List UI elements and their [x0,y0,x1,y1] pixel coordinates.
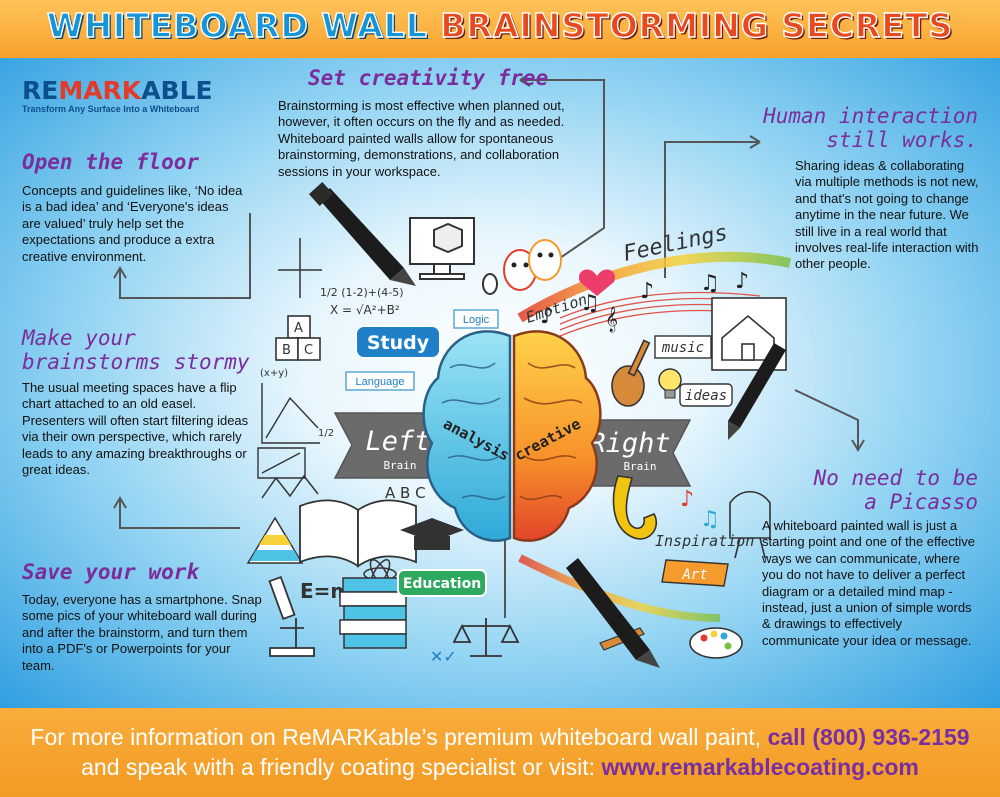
svg-text:Study: Study [367,332,430,354]
logic-tag: Logic [453,309,499,329]
page-title: WHITEBOARD WALL BRAINSTORMING SECRETS [0,0,1000,45]
footer-line-1: For more information on ReMARKable’s pre… [30,724,970,750]
left-brain-sub: Brain [383,459,416,472]
svg-text:C: C [304,343,313,358]
abc-letters: A B C [385,484,426,502]
books-stack-icon [339,577,407,649]
right-brain-sub: Brain [623,460,656,473]
footer-banner: For more information on ReMARKable’s pre… [0,708,1000,797]
music-tag: music [654,335,712,359]
math-formulas: 1/2 (1-2)+(4-5) X = √A²+B² [278,238,404,317]
open-the-floor-title: Open the floor [22,150,200,174]
svg-text:Art: Art [681,567,707,583]
svg-text:B: B [282,343,291,358]
computer-monitor-icon [409,217,498,295]
saxophone-icon [612,475,657,540]
study-bubble: Study [355,325,441,359]
open-the-floor-body: Concepts and guidelines like, ‘No idea i… [22,183,243,264]
marker-pen-bottom-icon [566,558,660,668]
title-part-whiteboard-wall: WHITEBOARD WALL [46,5,428,45]
ribbon-banner: Left Brain Right Brain [333,412,692,487]
paint-palette-icon [689,627,743,659]
heart-icon [578,269,616,296]
svg-text:♪: ♪ [680,487,694,512]
svg-text:♫: ♫ [700,507,720,532]
checkmark-icon: ✕✓ [430,647,457,666]
svg-text:Language: Language [356,376,405,388]
svg-text:♪: ♪ [540,304,554,329]
microscope-icon [268,576,315,657]
phone-number-link[interactable]: call (800) 936-2159 [767,724,970,750]
svg-text:♫: ♫ [700,271,720,296]
remarkable-logo: REMARKABLE Transform Any Surface Into a … [22,76,222,124]
human-interaction-title: Human interaction still works. [763,104,978,152]
formula-fraction: 1/2 (1-2)+(4-5) [320,286,404,299]
svg-text:♪: ♪ [735,269,749,294]
left-brain-label: Left [365,426,430,457]
connector-arrows [113,73,865,618]
half-fraction: 1/2 [318,428,334,439]
guitar-icon [611,339,651,407]
header-banner: WHITEBOARD WALL BRAINSTORMING SECRETS [0,0,1000,58]
logo-wordmark: REMARKABLE [22,76,213,105]
open-book-icon [299,499,417,568]
left-hemisphere [422,330,512,542]
formula-sqrt: X = √A²+B² [330,303,400,317]
main-illustration-area: ♪♫♪♫♪ 𝄞 Feelings Emotion [0,58,1000,708]
svg-text:A: A [294,321,303,336]
lightbulb-icon [658,368,682,399]
education-tag: Education [397,569,487,597]
brain-icon: analysis creative [422,330,602,542]
pyramid-icon [246,516,304,564]
save-your-work-title: Save your work [22,560,200,584]
set-creativity-free-body: Brainstorming is most effective when pla… [278,98,565,179]
svg-text:♪: ♪ [640,279,654,304]
marker-pen-icon [308,182,416,286]
ideas-tag: ideas [679,383,733,407]
save-your-work-body: Today, everyone has a smartphone. Snap s… [22,592,262,673]
website-link[interactable]: www.remarkablecoating.com [601,754,919,780]
svg-text:𝄞: 𝄞 [605,306,618,332]
art-tag: Art [661,559,729,587]
language-tag: Language [345,371,415,391]
color-notes-icon: ♪♫ [680,487,720,532]
svg-text:♫: ♫ [580,291,600,316]
rainbow-swoosh [517,251,792,323]
human-interaction-body: Sharing ideas & collaborating via multip… [795,158,979,272]
no-picasso-body: A whiteboard painted wall is just a star… [762,518,975,648]
music-notes: ♪ ♫ ♪ ♫ ♪ 𝄞 [540,269,749,332]
marker-pen-right-icon [728,343,786,440]
graduation-cap-icon [400,518,464,550]
set-creativity-free-title: Set creativity free [308,66,549,90]
title-part-brainstorming-secrets: BRAINSTORMING SECRETS [440,5,954,45]
right-brain-label: Right [589,428,670,459]
xy-formula: (x+y) [260,368,288,379]
right-hemisphere [512,330,602,542]
theater-masks-icon [503,239,562,291]
line-graph-sketch [261,474,319,499]
art-easel-icon [729,490,771,559]
brain-illustration: ♪♫♪♫♪ 𝄞 Feelings Emotion [113,73,865,668]
footer-line-2: and speak with a friendly coating specia… [81,754,919,780]
rainbow-swoosh-lower [518,554,721,622]
balance-scale-icon [452,618,520,657]
logo-tagline: Transform Any Surface Into a Whiteboard [22,104,200,114]
no-picasso-title: No need to be a Picasso [813,466,978,514]
svg-text:ideas: ideas [685,388,727,404]
svg-text:Education: Education [403,576,481,592]
make-stormy-body: The usual meeting spaces have a flip cha… [22,380,249,478]
svg-text:music: music [661,340,704,356]
make-stormy-title: Make your brainstorms stormy [22,326,250,374]
geometry-sketches [257,383,320,479]
svg-text:Logic: Logic [463,314,490,326]
